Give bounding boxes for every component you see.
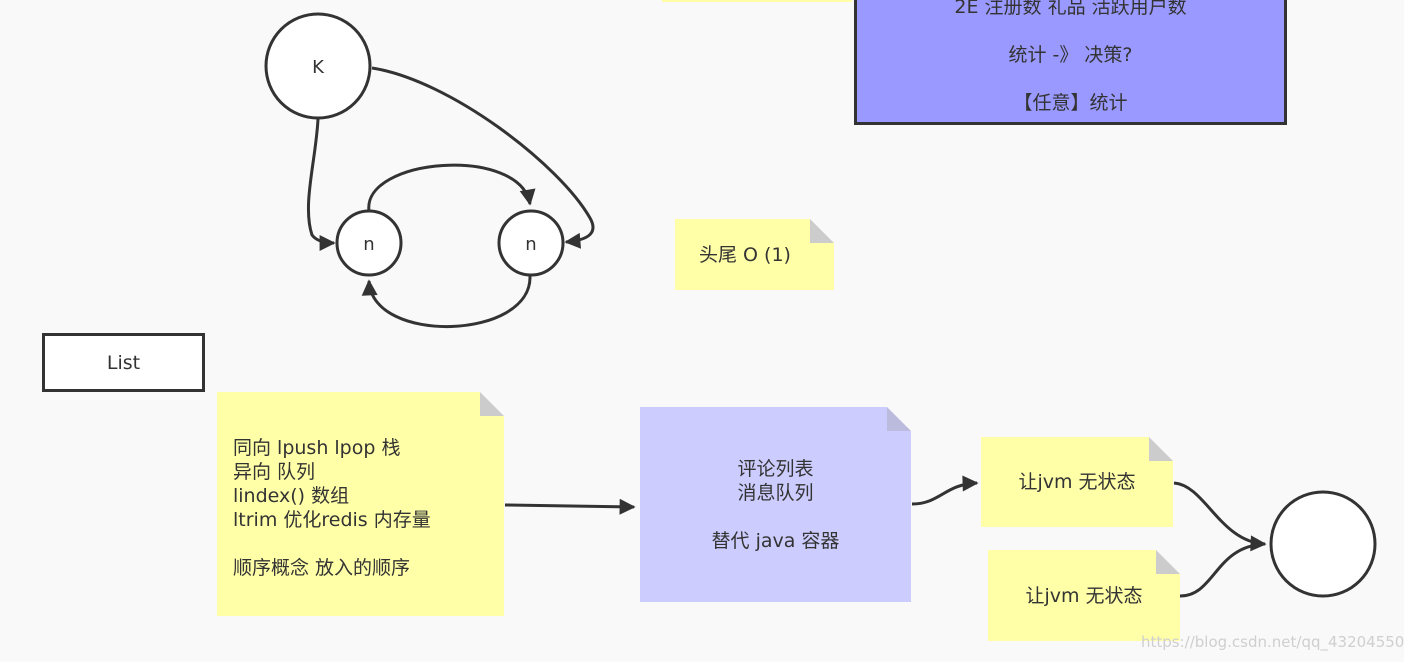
note-usage-line-2: 消息队列 <box>737 481 814 504</box>
stats-line-3: 【任意】统计 <box>1013 92 1128 114</box>
note-stateless-2-text: 让jvm 无状态 <box>1025 584 1143 607</box>
note-usage[interactable]: 评论列表 消息队列 替代 java 容器 <box>640 407 911 602</box>
note-usage-line-3: 替代 java 容器 <box>711 529 840 552</box>
list-box-label: List <box>106 351 141 374</box>
note-fold <box>1156 550 1180 574</box>
edge-k-to-n1 <box>306 118 336 251</box>
node-empty-circle[interactable] <box>1269 490 1377 598</box>
edge-k-to-n2 <box>371 66 595 249</box>
note-commands-line-3: lindex() 数组 <box>233 485 350 507</box>
note-stateless-1[interactable]: 让jvm 无状态 <box>981 437 1173 527</box>
note-commands-line-1: 同向 lpush lpop 栈 <box>233 437 401 459</box>
note-commands-line-4: ltrim 优化redis 内存量 <box>233 509 431 531</box>
note-usage-line-1: 评论列表 <box>737 457 814 480</box>
note-fold <box>1149 437 1173 461</box>
note-stateless-2[interactable]: 让jvm 无状态 <box>988 550 1180 641</box>
watermark: https://blog.csdn.net/qq_43204550 <box>1141 633 1404 651</box>
node-k-label: K <box>312 57 325 78</box>
note-commands-line-2: 异向 队列 <box>233 461 316 483</box>
note-stateless-1-text: 让jvm 无状态 <box>1018 471 1136 493</box>
stats-box[interactable]: 2E 注册数 礼品 活跃用户数 统计 -》 决策? 【任意】统计 <box>854 0 1287 125</box>
edge-stateless2-to-circle <box>1179 542 1266 598</box>
node-n-right[interactable]: n <box>497 209 565 277</box>
note-fold <box>480 392 504 416</box>
edge-usage-to-stateless <box>911 475 979 506</box>
edge-n1-to-n2 <box>367 163 536 212</box>
node-k[interactable]: K <box>264 12 372 120</box>
stats-line-1: 2E 注册数 礼品 活跃用户数 <box>954 0 1187 18</box>
note-commands-spacer <box>233 532 504 556</box>
node-n-right-label: n <box>525 234 536 255</box>
note-commands-line-5: 顺序概念 放入的顺序 <box>233 557 411 579</box>
node-n-left[interactable]: n <box>335 209 403 277</box>
stats-line-2: 统计 -》 决策? <box>1008 44 1133 66</box>
edge-commands-to-usage <box>504 498 636 515</box>
note-head-tail-text: 头尾 O (1) <box>699 243 791 266</box>
edge-stateless1-to-circle <box>1173 481 1267 552</box>
note-fold <box>810 219 834 243</box>
note-head-tail[interactable]: 头尾 O (1) <box>675 219 834 290</box>
node-n-left-label: n <box>363 234 374 255</box>
edge-n2-to-n1 <box>361 275 532 329</box>
list-box[interactable]: List <box>42 333 205 392</box>
partial-note-top <box>662 0 852 2</box>
note-fold <box>887 407 911 431</box>
note-commands[interactable]: 同向 lpush lpop 栈 异向 队列 lindex() 数组 ltrim … <box>217 392 504 616</box>
